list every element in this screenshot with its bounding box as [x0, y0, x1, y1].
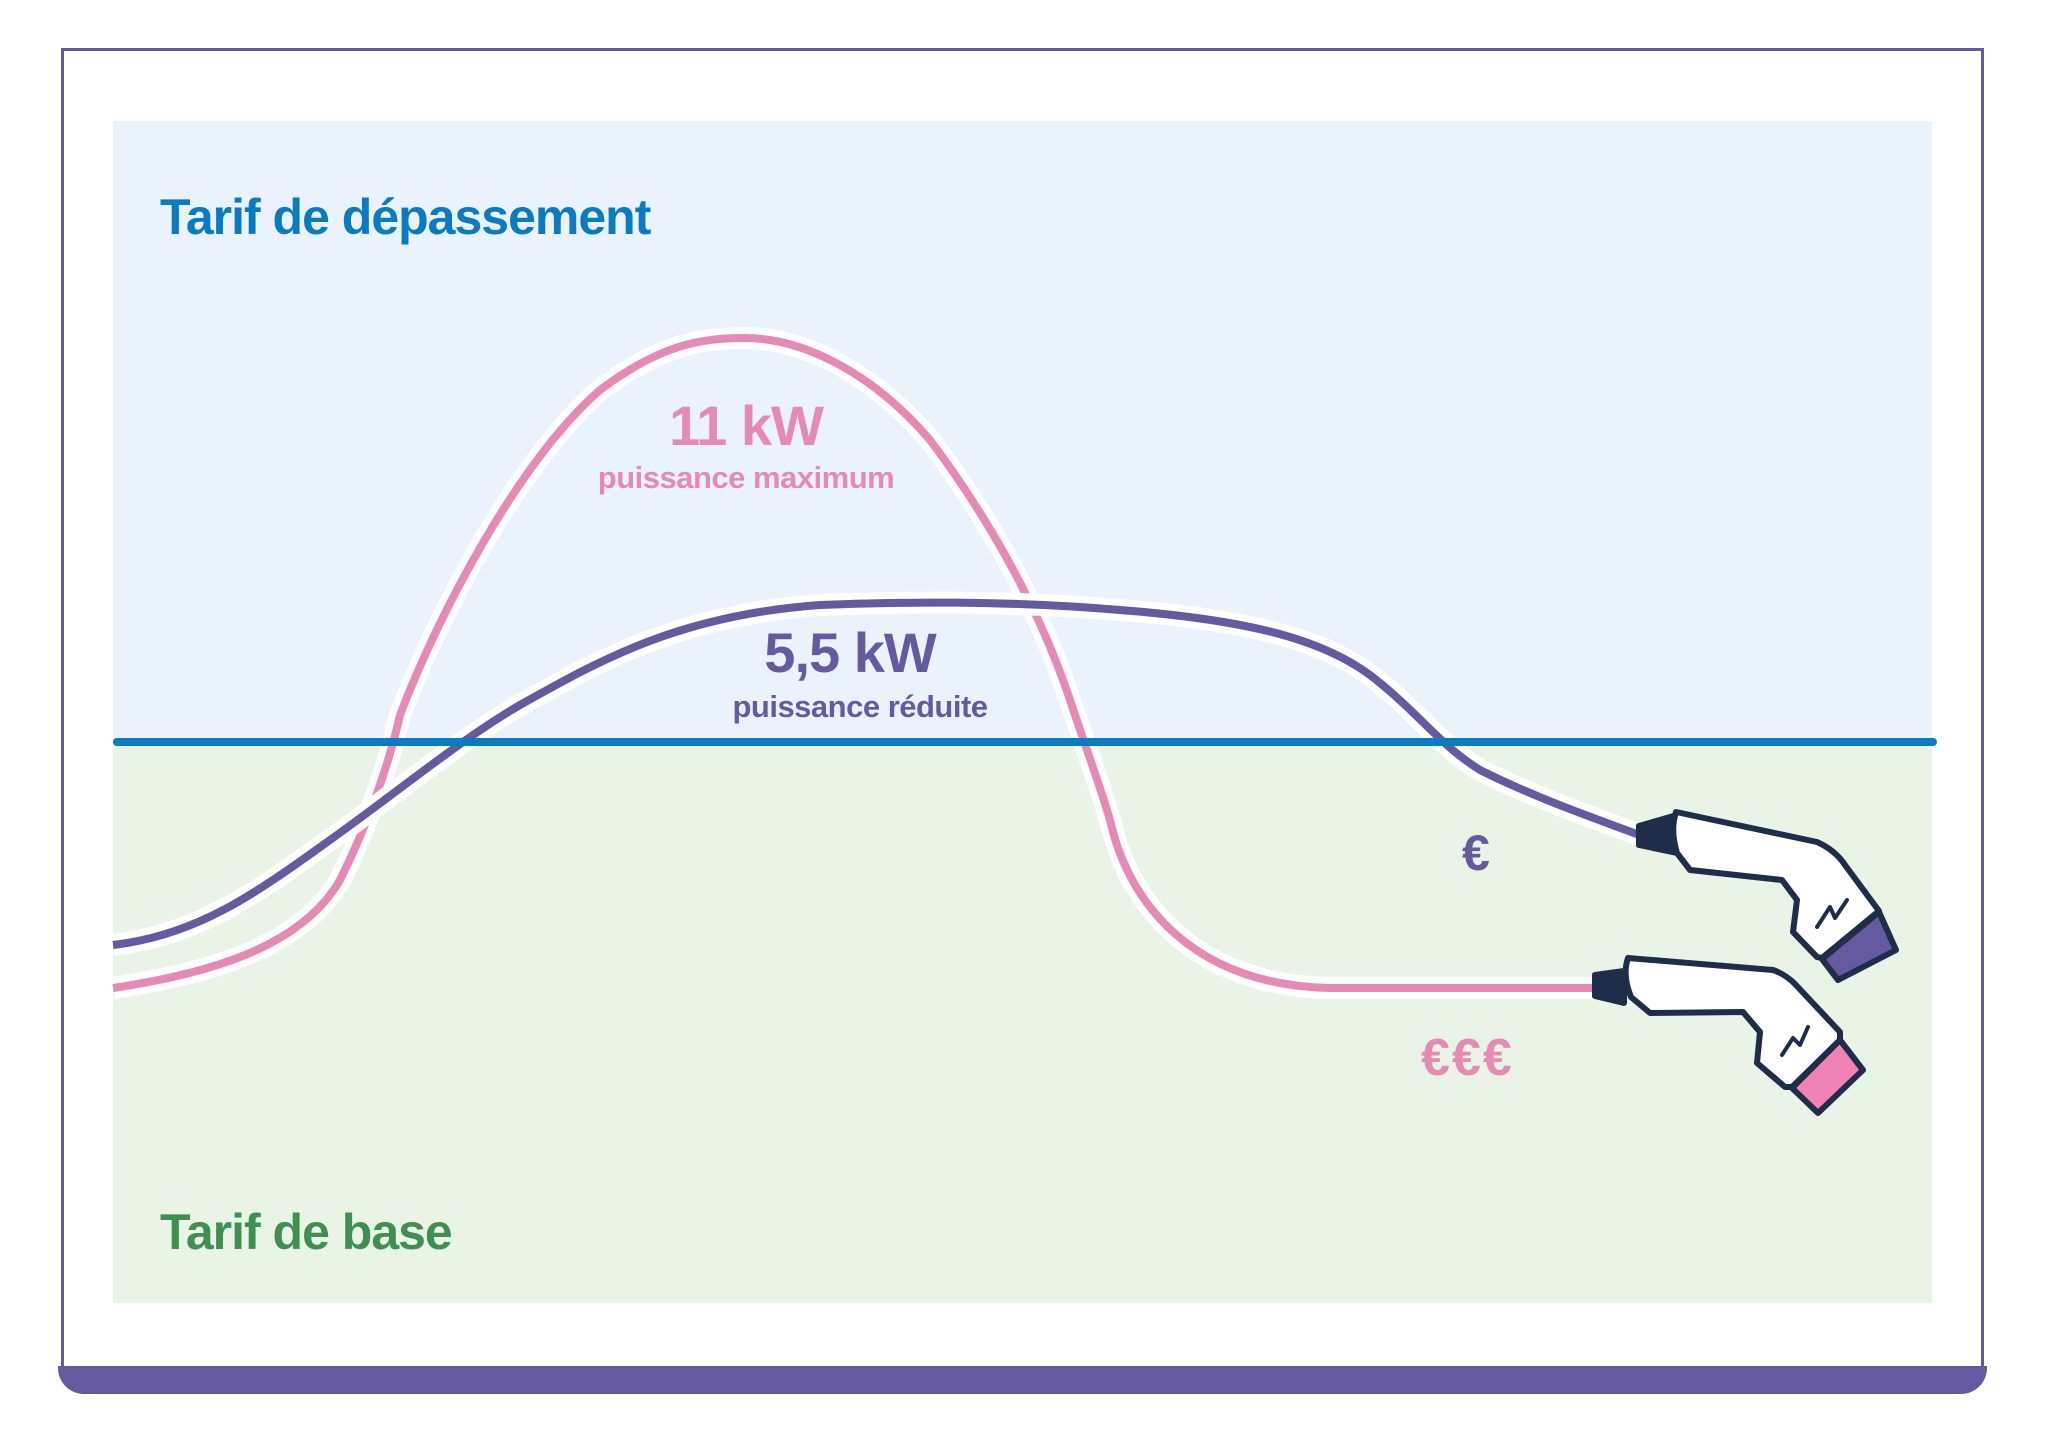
max-power-value: 11 kW: [669, 394, 824, 457]
ev-plug-reduced-icon: [1636, 809, 1899, 983]
base-tariff-label: Tarif de base: [160, 1204, 453, 1260]
overage-tariff-label: Tarif de dépassement: [160, 189, 651, 245]
reduced-cost-label: €: [1462, 825, 1490, 881]
ev-plug-max-icon: [1592, 955, 1866, 1116]
max-power-caption: puissance maximum: [597, 460, 895, 495]
max-cost-label: €€€: [1421, 1029, 1514, 1087]
reduced-power-caption: puissance réduite: [732, 689, 988, 724]
overage-tariff-zone: [113, 121, 1932, 742]
reduced-power-value: 5,5 kW: [764, 621, 936, 684]
card-bottom-bar: [58, 1366, 1987, 1394]
